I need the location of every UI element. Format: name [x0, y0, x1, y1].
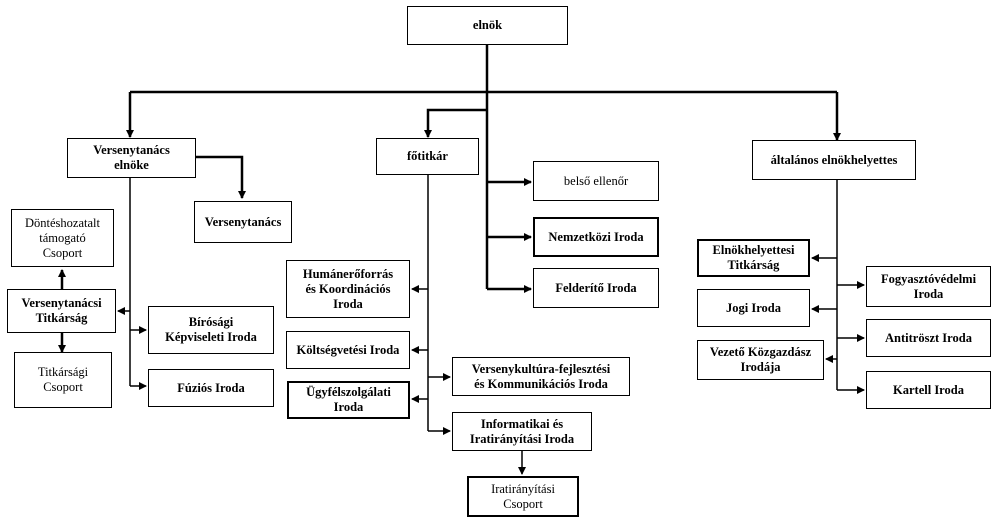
node-versenykultura: Versenykultúra-fejlesztési és Kommunikác…: [452, 357, 630, 396]
node-fuzios: Fúziós Iroda: [148, 369, 274, 407]
node-altalanos-elnokhelyettes: általános elnökhelyettes: [752, 140, 916, 180]
node-versenytanacs-elnoke: Versenytanács elnöke: [67, 138, 196, 178]
node-elnokhelyettesi: Elnökhelyettesi Titkárság: [697, 239, 810, 277]
node-antitroszt: Antitröszt Iroda: [866, 319, 991, 357]
node-elnok: elnök: [407, 6, 568, 45]
node-versenytanacsi-titkarsag: Versenytanácsi Titkárság: [7, 289, 116, 333]
node-iratiranyitasi: Iratirányítási Csoport: [467, 476, 579, 517]
node-ugyfelszolgalati: Ügyfélszolgálati Iroda: [287, 381, 410, 419]
node-kartell: Kartell Iroda: [866, 371, 991, 409]
node-donteshozatalt: Döntéshozatalt támogató Csoport: [11, 209, 114, 267]
node-koltsegvetesi: Költségvetési Iroda: [286, 331, 410, 369]
node-nemzetkozi: Nemzetközi Iroda: [533, 217, 659, 257]
node-fotitkar: főtitkár: [376, 138, 479, 175]
node-belso-ellenor: belső ellenőr: [533, 161, 659, 201]
node-informatikai: Informatikai és Iratirányítási Iroda: [452, 412, 592, 451]
node-birosagi: Bírósági Képviseleti Iroda: [148, 306, 274, 354]
node-fogyasztovedelmi: Fogyasztóvédelmi Iroda: [866, 266, 991, 307]
node-titkarsagi-csoport: Titkársági Csoport: [14, 352, 112, 408]
node-felderito: Felderítő Iroda: [533, 268, 659, 308]
node-jogi: Jogi Iroda: [697, 289, 810, 327]
node-humaneroforras: Humánerőforrás és Koordinációs Iroda: [286, 260, 410, 318]
node-versenytanacs: Versenytanács: [194, 201, 292, 243]
node-vezeto-kozgazdasz: Vezető Közgazdász Irodája: [697, 340, 824, 380]
